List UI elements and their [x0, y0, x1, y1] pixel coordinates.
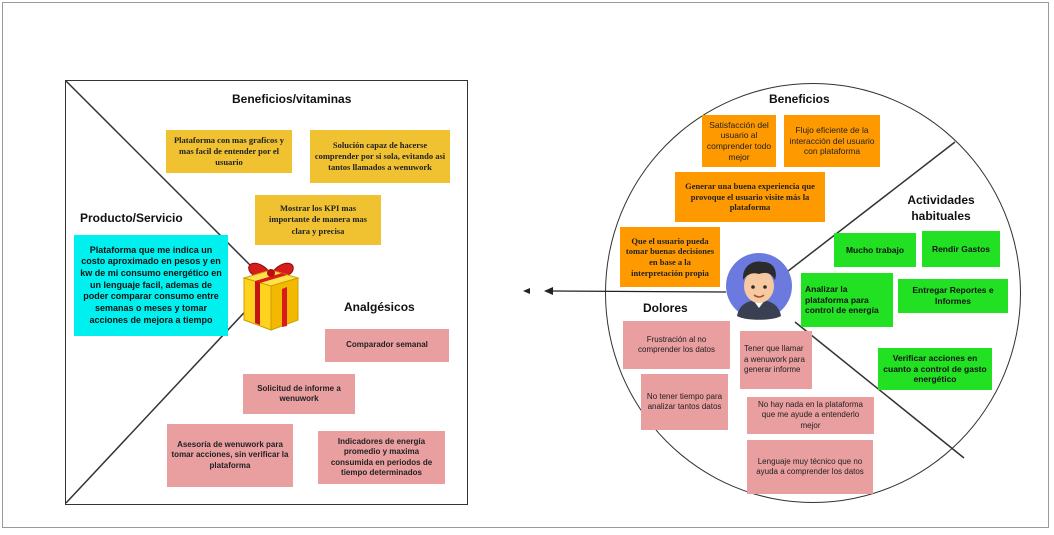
- customer-profile-circle: [605, 83, 1021, 503]
- pain-note: No hay nada en la plataforma que me ayud…: [747, 397, 874, 434]
- job-note: Rendir Gastos: [922, 231, 1000, 267]
- pain-reliever-note: Asesoría de wenuwork para tomar acciones…: [167, 424, 293, 487]
- job-note: Analizar la plataforma para control de e…: [801, 273, 893, 327]
- job-note: Verificar acciones en cuanto a control d…: [878, 348, 992, 390]
- actividades-habituales-heading: Actividades habituales: [907, 193, 975, 223]
- product-description-note: Plataforma que me indica un costo aproxi…: [74, 235, 228, 336]
- job-note: Entregar Reportes e Informes: [898, 279, 1008, 313]
- circle-divider-lower: [794, 321, 965, 459]
- gain-creator-note: Mostrar los KPI mas importante de manera…: [255, 195, 381, 245]
- pain-note: Frustración al no comprender los datos: [623, 321, 730, 369]
- square-diagonal-lower: [65, 284, 271, 504]
- user-avatar-icon: [726, 253, 792, 320]
- gift-icon: [242, 262, 300, 331]
- producto-servicio-heading: Producto/Servicio: [80, 211, 183, 225]
- pain-reliever-note: Indicadores de energía promedio y maxima…: [318, 431, 445, 484]
- gain-creator-note: Plataforma con mas graficos y mas facil …: [166, 130, 292, 173]
- gain-creator-note: Solución capaz de hacerse comprender por…: [310, 130, 450, 183]
- pain-note: No tener tiempo para analizar tantos dat…: [641, 374, 728, 430]
- square-diagonal-upper: [65, 80, 271, 286]
- value-map-square: [65, 80, 468, 505]
- pain-reliever-note: Solicitud de informe a wenuwork: [243, 374, 355, 414]
- arrow-left-icon: [544, 287, 553, 295]
- fit-arrow-line: [551, 290, 727, 293]
- gain-note: Generar una buena experiencia que provoq…: [675, 172, 825, 222]
- arrow-left-icon-secondary: [523, 288, 530, 294]
- canvas-frame: [2, 2, 1049, 528]
- dolores-heading: Dolores: [643, 301, 688, 315]
- pain-note: Tener que llamar a wenuwork para generar…: [740, 331, 812, 389]
- beneficios-heading: Beneficios: [769, 92, 830, 106]
- pain-reliever-note: Comparador semanal: [325, 329, 449, 362]
- pain-note: Lenguaje muy técnico que no ayuda a comp…: [747, 440, 873, 494]
- beneficios-vitaminas-heading: Beneficios/vitaminas: [232, 92, 352, 106]
- circle-divider-upper: [769, 141, 956, 286]
- gain-note: Satisfacción del usuario al comprender t…: [702, 115, 776, 167]
- gain-note: Flujo eficiente de la interacción del us…: [784, 115, 880, 167]
- gain-note: Que el usuario pueda tomar buenas decisi…: [620, 227, 720, 287]
- job-note: Mucho trabajo: [834, 233, 916, 267]
- analgesicos-heading: Analgésicos: [344, 300, 415, 314]
